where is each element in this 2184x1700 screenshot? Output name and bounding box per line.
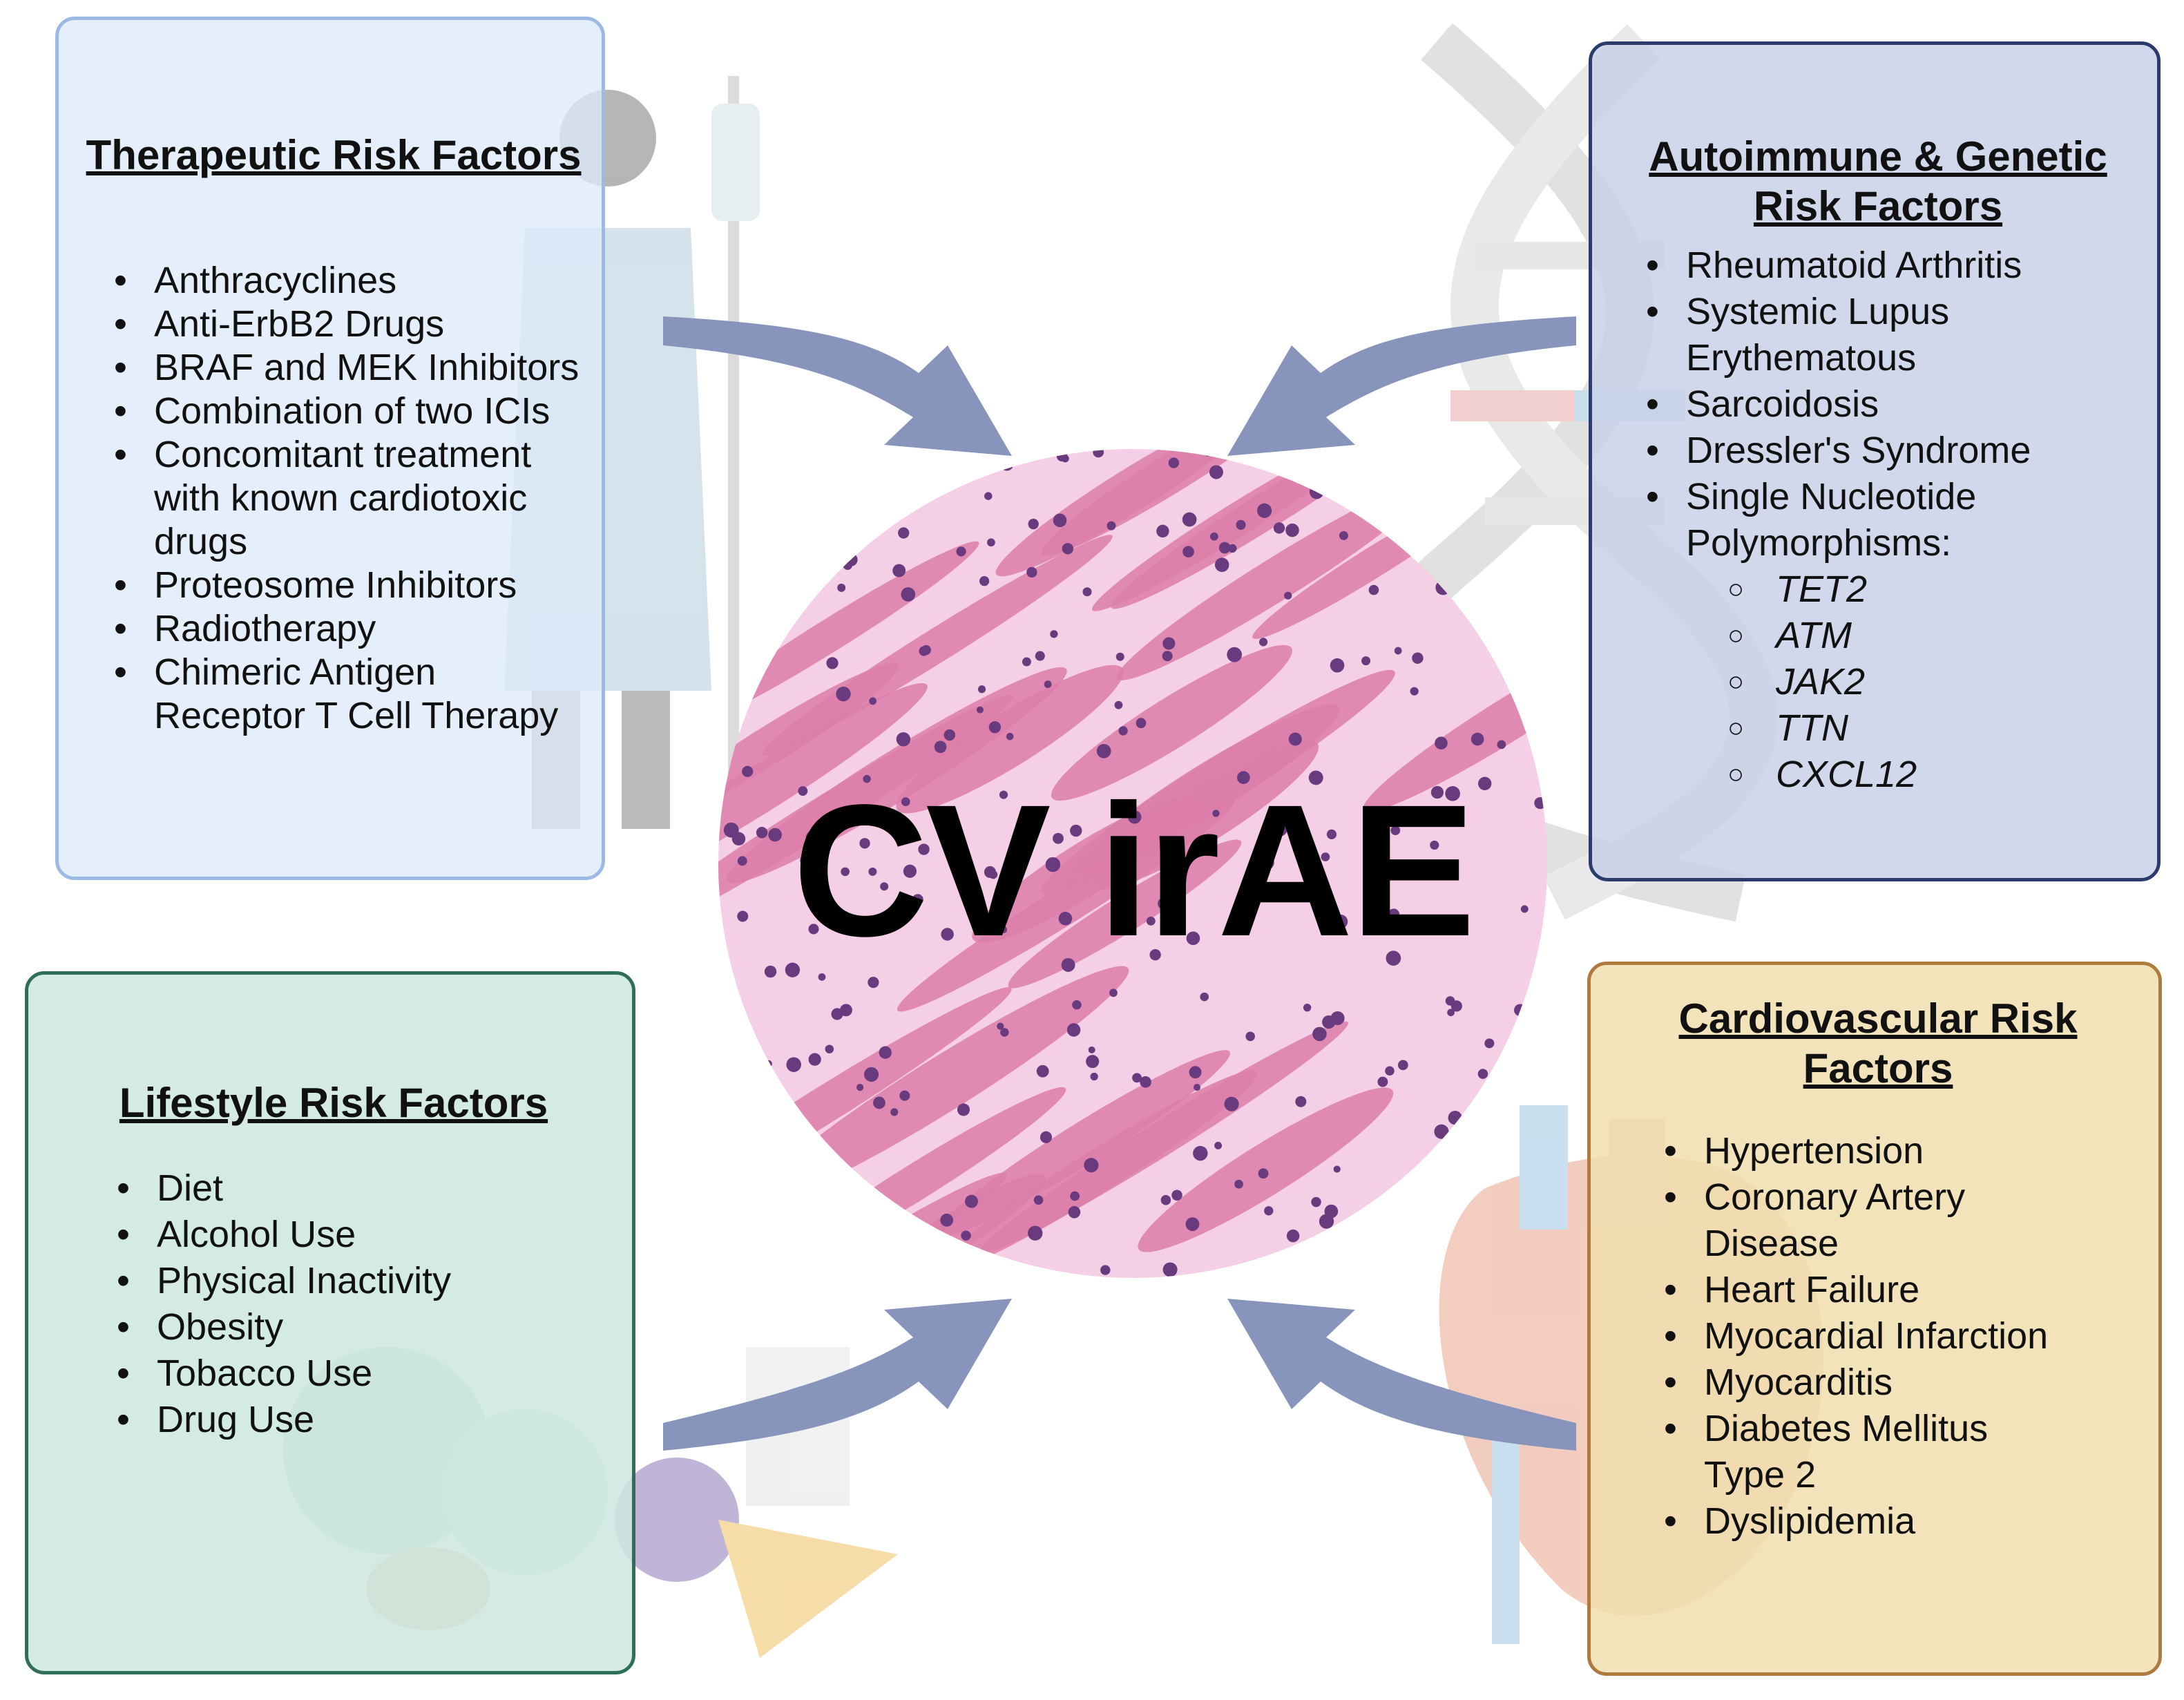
list-item: •Alcohol Use bbox=[117, 1214, 356, 1255]
list-item: •Rheumatoid Arthritis bbox=[1646, 245, 2022, 286]
lifestyle-list: •Diet •Alcohol Use •Physical Inactivity … bbox=[117, 1165, 451, 1443]
list-item: •Hypertension bbox=[1664, 1130, 1924, 1172]
gene-item: ○TTN bbox=[1727, 707, 1848, 749]
therapeutic-list: •Anthracyclines •Anti-ErbB2 Drugs •BRAF … bbox=[114, 259, 579, 738]
cardio-list: •Hypertension •Coronary Artery Disease •… bbox=[1664, 1128, 2048, 1545]
list-item: •Single Nucleotide bbox=[1646, 476, 1977, 517]
list-item: •Myocardial Infarction bbox=[1664, 1315, 2049, 1357]
therapeutic-title: Therapeutic Risk Factors bbox=[86, 132, 582, 178]
list-item: •Obesity bbox=[117, 1306, 284, 1348]
gene-item: ○TET2 bbox=[1727, 569, 1868, 610]
list-item: •Radiotherapy bbox=[114, 608, 376, 649]
list-item: •Physical Inactivity bbox=[117, 1260, 452, 1301]
list-item: •Diet bbox=[117, 1167, 224, 1209]
list-item: •Combination of two ICIs bbox=[114, 390, 550, 432]
arrow-autoimmune bbox=[1227, 316, 1576, 456]
gene-item: ○JAK2 bbox=[1727, 661, 1866, 703]
arrow-lifestyle bbox=[663, 1299, 1012, 1451]
list-item: •Dressler's Syndrome bbox=[1646, 430, 2031, 471]
list-item: •Proteosome Inhibitors bbox=[114, 564, 517, 606]
list-item-continuation: drugs bbox=[154, 521, 248, 562]
list-item: •Heart Failure bbox=[1664, 1269, 1920, 1310]
list-item: •Dyslipidemia bbox=[1664, 1500, 1916, 1542]
list-item: •BRAF and MEK Inhibitors bbox=[114, 347, 579, 388]
list-item: •Anti-ErbB2 Drugs bbox=[114, 303, 445, 345]
list-item: •Coronary Artery bbox=[1664, 1176, 1966, 1218]
list-item-continuation: Polymorphisms: bbox=[1686, 522, 1952, 564]
list-item: •Myocarditis bbox=[1664, 1362, 1893, 1403]
list-item-continuation: Disease bbox=[1704, 1223, 1839, 1264]
center-label: CV irAE bbox=[792, 765, 1476, 975]
list-item-continuation: Receptor T Cell Therapy bbox=[154, 695, 559, 736]
list-item: •Systemic Lupus bbox=[1646, 291, 1950, 332]
list-item: •Concomitant treatment bbox=[114, 434, 532, 475]
list-item: •Sarcoidosis bbox=[1646, 383, 1879, 425]
gene-item: ○CXCL12 bbox=[1727, 754, 1917, 795]
lifestyle-title: Lifestyle Risk Factors bbox=[119, 1080, 548, 1126]
list-item: •Diabetes Mellitus bbox=[1664, 1408, 1989, 1449]
arrow-therapeutic bbox=[663, 316, 1012, 456]
list-item-continuation: with known cardiotoxic bbox=[154, 477, 528, 519]
lifestyle-risk-box: Lifestyle Risk Factors •Diet •Alcohol Us… bbox=[25, 971, 635, 1674]
list-item: •Tobacco Use bbox=[117, 1353, 373, 1394]
arrow-cardio bbox=[1227, 1299, 1576, 1451]
list-item-continuation: Type 2 bbox=[1704, 1454, 1817, 1496]
list-item: •Chimeric Antigen bbox=[114, 651, 437, 693]
gene-item: ○ATM bbox=[1727, 615, 1852, 656]
autoimmune-list: •Rheumatoid Arthritis •Systemic Lupus Er… bbox=[1646, 242, 2031, 798]
list-item: •Anthracyclines bbox=[114, 260, 397, 301]
list-item: •Drug Use bbox=[117, 1399, 315, 1440]
therapeutic-risk-box: Therapeutic Risk Factors •Anthracyclines… bbox=[55, 17, 605, 880]
list-item-continuation: Erythematous bbox=[1686, 337, 1917, 379]
